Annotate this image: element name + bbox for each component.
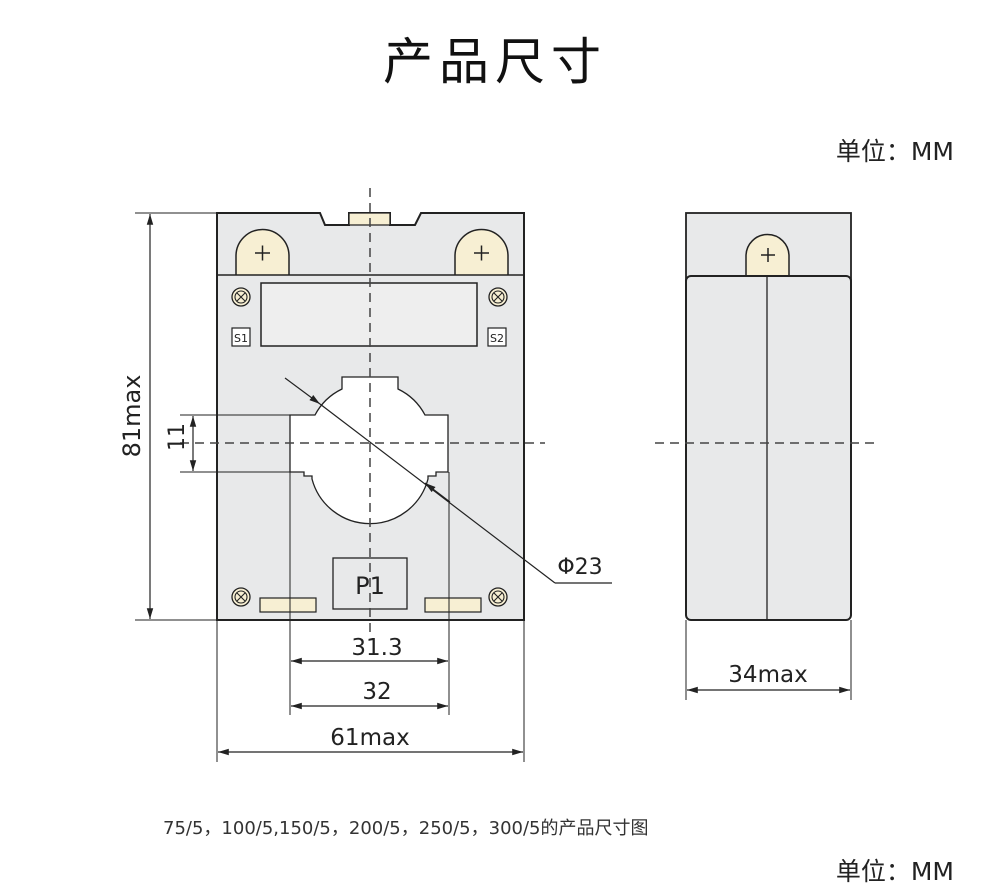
terminal-label-s1: S1 xyxy=(234,332,248,345)
dim-height: 81max xyxy=(118,375,146,458)
drawing-caption: 75/5，100/5,150/5，200/5，250/5，300/5的产品尺寸图 xyxy=(163,818,649,839)
screw-icon xyxy=(231,287,251,307)
screw-icon xyxy=(488,287,508,307)
page-title: 产品尺寸 xyxy=(383,33,607,91)
screw-icon xyxy=(488,587,508,607)
dim-offset: 11 xyxy=(165,423,190,451)
unit-label-top: 单位：MM xyxy=(835,137,954,166)
terminal-pad-right xyxy=(424,597,482,613)
dim-aperture-diameter: Φ23 xyxy=(557,555,602,580)
screw-icon xyxy=(231,587,251,607)
terminal-pad-left xyxy=(259,597,317,613)
nameplate-window xyxy=(260,282,478,347)
primary-aperture xyxy=(289,376,449,525)
dim-depth: 34max xyxy=(728,662,807,688)
front-view: S1 S2 P1 xyxy=(118,188,612,762)
side-body xyxy=(685,275,852,621)
terminal-label-s2: S2 xyxy=(490,332,504,345)
side-view: 34max xyxy=(655,212,880,700)
unit-label-bottom: 单位：MM xyxy=(835,857,954,886)
dim-inner-width-1: 31.3 xyxy=(351,635,402,661)
dim-width: 61max xyxy=(330,725,409,751)
dim-inner-width-2: 32 xyxy=(362,679,391,705)
